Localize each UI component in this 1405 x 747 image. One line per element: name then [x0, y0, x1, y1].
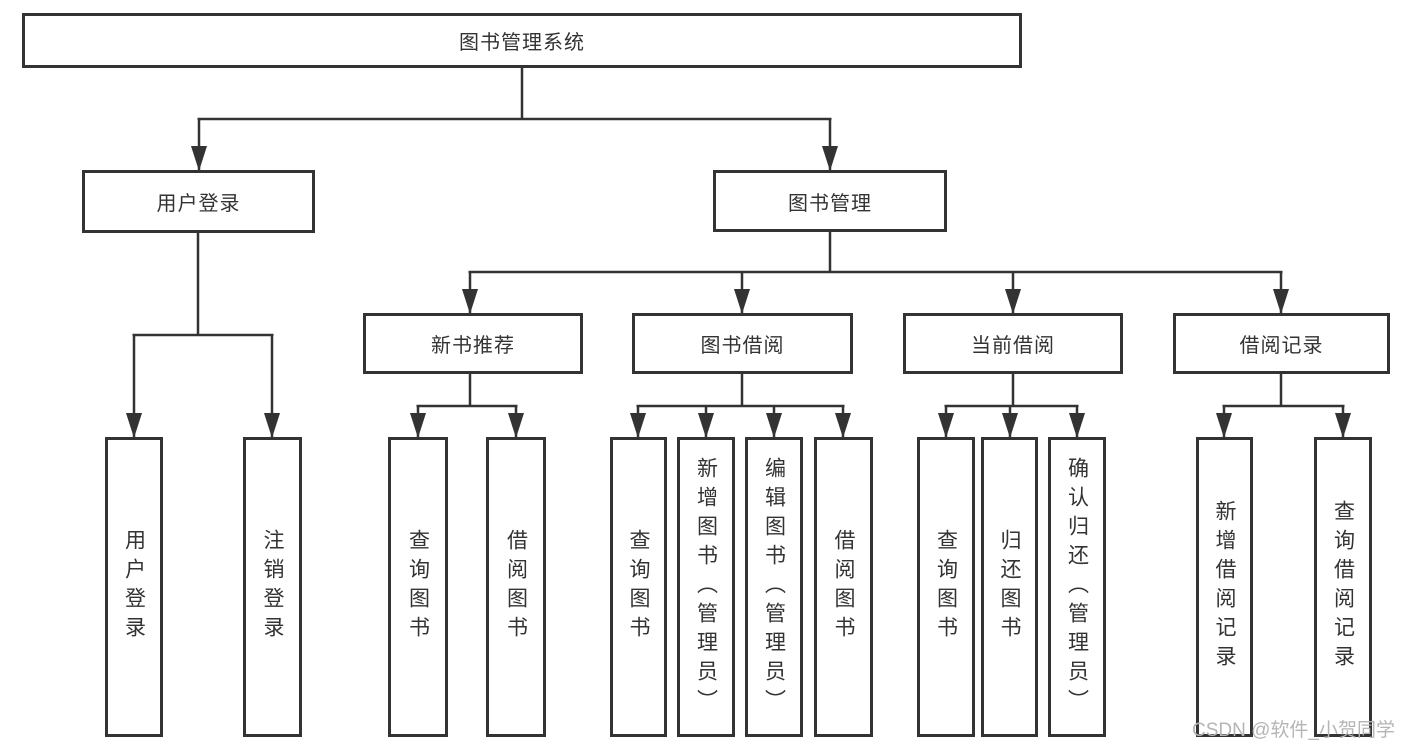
leaf-bb-query-books: 查询图书	[610, 437, 667, 737]
leaf-br-add-borrow-record: 新增借阅记录	[1196, 437, 1253, 737]
node-borrow-records: 借阅记录	[1173, 313, 1390, 374]
leaf-logout-label: 注销登录	[261, 529, 284, 645]
leaf-nb-query-books-label: 查询图书	[406, 529, 430, 645]
node-book-borrow-label: 图书借阅	[700, 335, 785, 357]
node-new-book-recommend: 新书推荐	[363, 313, 583, 374]
leaf-logout: 注销登录	[243, 437, 302, 737]
csdn-watermark: CSDN @软件_小贺同学	[1192, 720, 1395, 741]
leaf-cb-query-books: 查询图书	[917, 437, 975, 737]
node-borrow-records-label: 借阅记录	[1239, 335, 1324, 357]
leaf-bb-edit-books-admin-label: 编辑图书（管理员）	[762, 456, 786, 718]
leaf-cb-confirm-return-admin: 确认归还（管理员）	[1048, 437, 1106, 737]
node-root: 图书管理系统	[22, 13, 1022, 68]
connector-bars	[132, 117, 1345, 408]
node-current-borrow-label: 当前借阅	[971, 335, 1055, 357]
leaf-br-add-borrow-record-label: 新增借阅记录	[1213, 500, 1236, 674]
leaf-nb-query-books: 查询图书	[388, 437, 448, 737]
leaf-cb-query-books-label: 查询图书	[934, 529, 958, 645]
node-user-login: 用户登录	[82, 170, 315, 233]
node-book-management-label: 图书管理	[788, 192, 872, 215]
leaf-br-query-borrow-record: 查询借阅记录	[1314, 437, 1372, 737]
leaf-cb-return-books-label: 归还图书	[998, 529, 1021, 645]
leaf-user-login: 用户登录	[105, 437, 163, 737]
leaf-bb-edit-books-admin: 编辑图书（管理员）	[745, 437, 803, 737]
leaf-cb-confirm-return-admin-label: 确认归还（管理员）	[1065, 456, 1089, 718]
node-user-login-label: 用户登录	[156, 193, 241, 215]
connector-stems	[196, 66, 1283, 407]
leaf-bb-add-books-admin: 新增图书（管理员）	[677, 437, 735, 737]
leaf-bb-query-books-label: 查询图书	[627, 529, 650, 645]
node-current-borrow: 当前借阅	[903, 313, 1123, 374]
node-new-book-recommend-label: 新书推荐	[431, 335, 515, 357]
leaf-bb-borrow-books-label: 借阅图书	[832, 529, 855, 645]
leaf-nb-borrow-books-label: 借阅图书	[504, 529, 528, 645]
leaf-bb-add-books-admin-label: 新增图书（管理员）	[694, 456, 718, 718]
node-book-borrow: 图书借阅	[632, 313, 853, 374]
leaf-nb-borrow-books: 借阅图书	[486, 437, 546, 737]
leaf-user-login-label: 用户登录	[122, 529, 146, 645]
node-book-management: 图书管理	[713, 170, 947, 232]
node-root-label: 图书管理系统	[459, 32, 585, 54]
leaf-cb-return-books: 归还图书	[981, 437, 1038, 737]
connector-arrows	[126, 119, 1351, 438]
leaf-br-query-borrow-record-label: 查询借阅记录	[1331, 500, 1355, 674]
leaf-bb-borrow-books: 借阅图书	[814, 437, 873, 737]
